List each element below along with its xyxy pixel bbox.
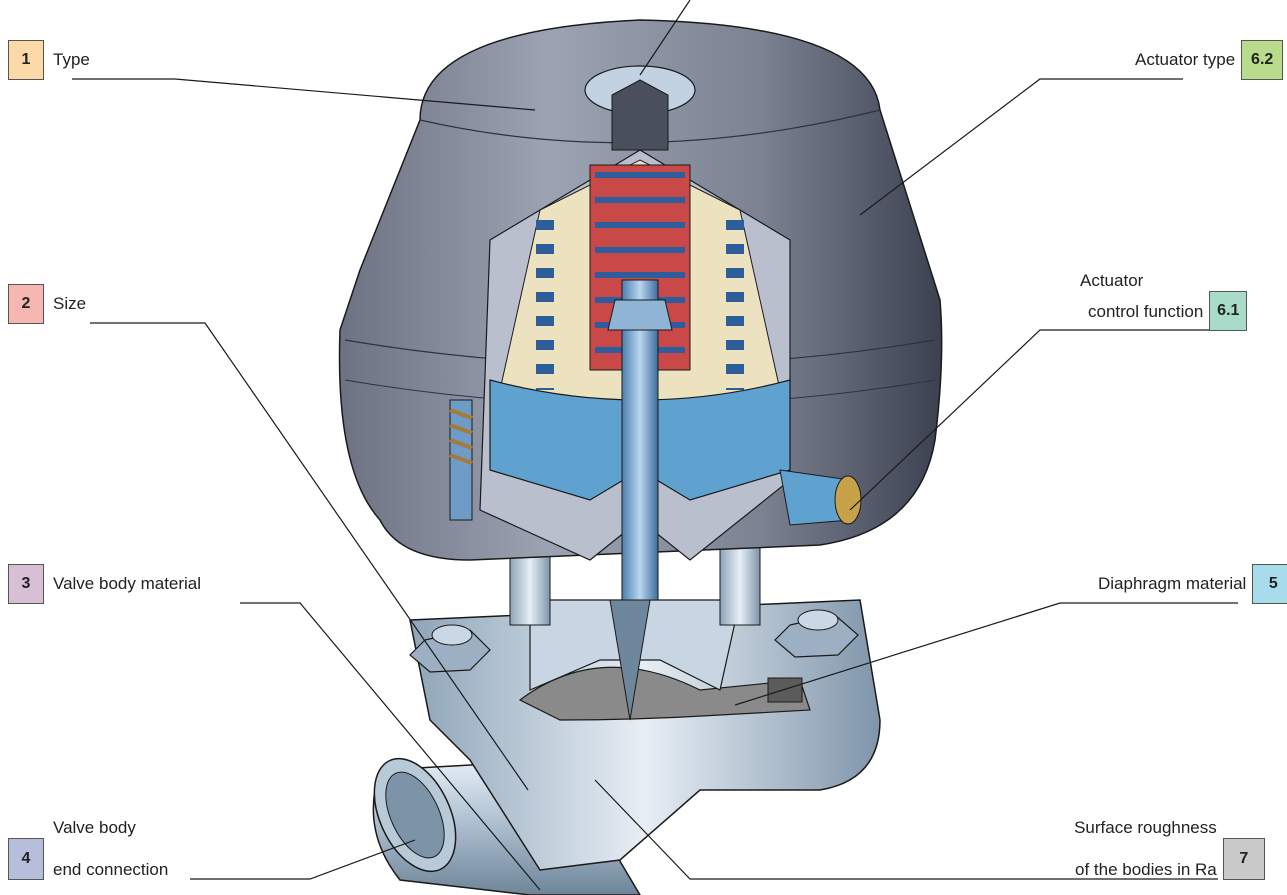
callout-size: 2 Size	[8, 284, 86, 324]
callout-badge-2: 2	[8, 284, 44, 324]
callout-label-type: Type	[53, 50, 90, 70]
callout-actuator-type: 6.2 Actuator type	[1135, 40, 1283, 80]
callout-label-valve-body: Valve body	[53, 818, 136, 838]
callout-label-end-connection: end connection	[53, 860, 168, 880]
callout-badge-6-1: 6.1	[1209, 291, 1247, 331]
air-port-icon	[780, 470, 861, 525]
leader-line-6.2	[860, 79, 1183, 215]
callout-actuator-control-function: 6.1 Actuator control function	[1088, 291, 1247, 331]
callout-label-actuator: Actuator	[1080, 271, 1143, 291]
callout-label-control-function: control function	[1088, 302, 1203, 322]
callout-valve-body-end-connection: 4 Valve body end connection	[8, 838, 168, 880]
callout-badge-3: 3	[8, 564, 44, 604]
callout-label-valve-body-material: Valve body material	[53, 574, 201, 594]
callout-badge-1: 1	[8, 40, 44, 80]
valve-body	[358, 545, 880, 895]
callout-badge-7: 7	[1223, 838, 1265, 880]
callout-label-of-the-bodies-in-ra: of the bodies in Ra	[1075, 860, 1217, 880]
callout-label-surface-roughness: Surface roughness	[1074, 818, 1217, 838]
callout-badge-4: 4	[8, 838, 44, 880]
bolt-hood-icon	[450, 400, 472, 520]
callout-diaphragm-material: 5 Diaphragm material	[1098, 564, 1287, 604]
callout-label-diaphragm-material: Diaphragm material	[1098, 574, 1246, 594]
callout-badge-5: 5	[1252, 564, 1287, 604]
callout-surface-roughness: 7 Surface roughness of the bodies in Ra	[1075, 838, 1265, 880]
callout-type: 1 Type	[8, 40, 90, 80]
callout-label-actuator-type: Actuator type	[1135, 50, 1235, 70]
callout-valve-body-material: 3 Valve body material	[8, 564, 201, 604]
callout-badge-6-2: 6.2	[1241, 40, 1283, 80]
actuator-hood	[340, 20, 942, 600]
callout-label-size: Size	[53, 294, 86, 314]
